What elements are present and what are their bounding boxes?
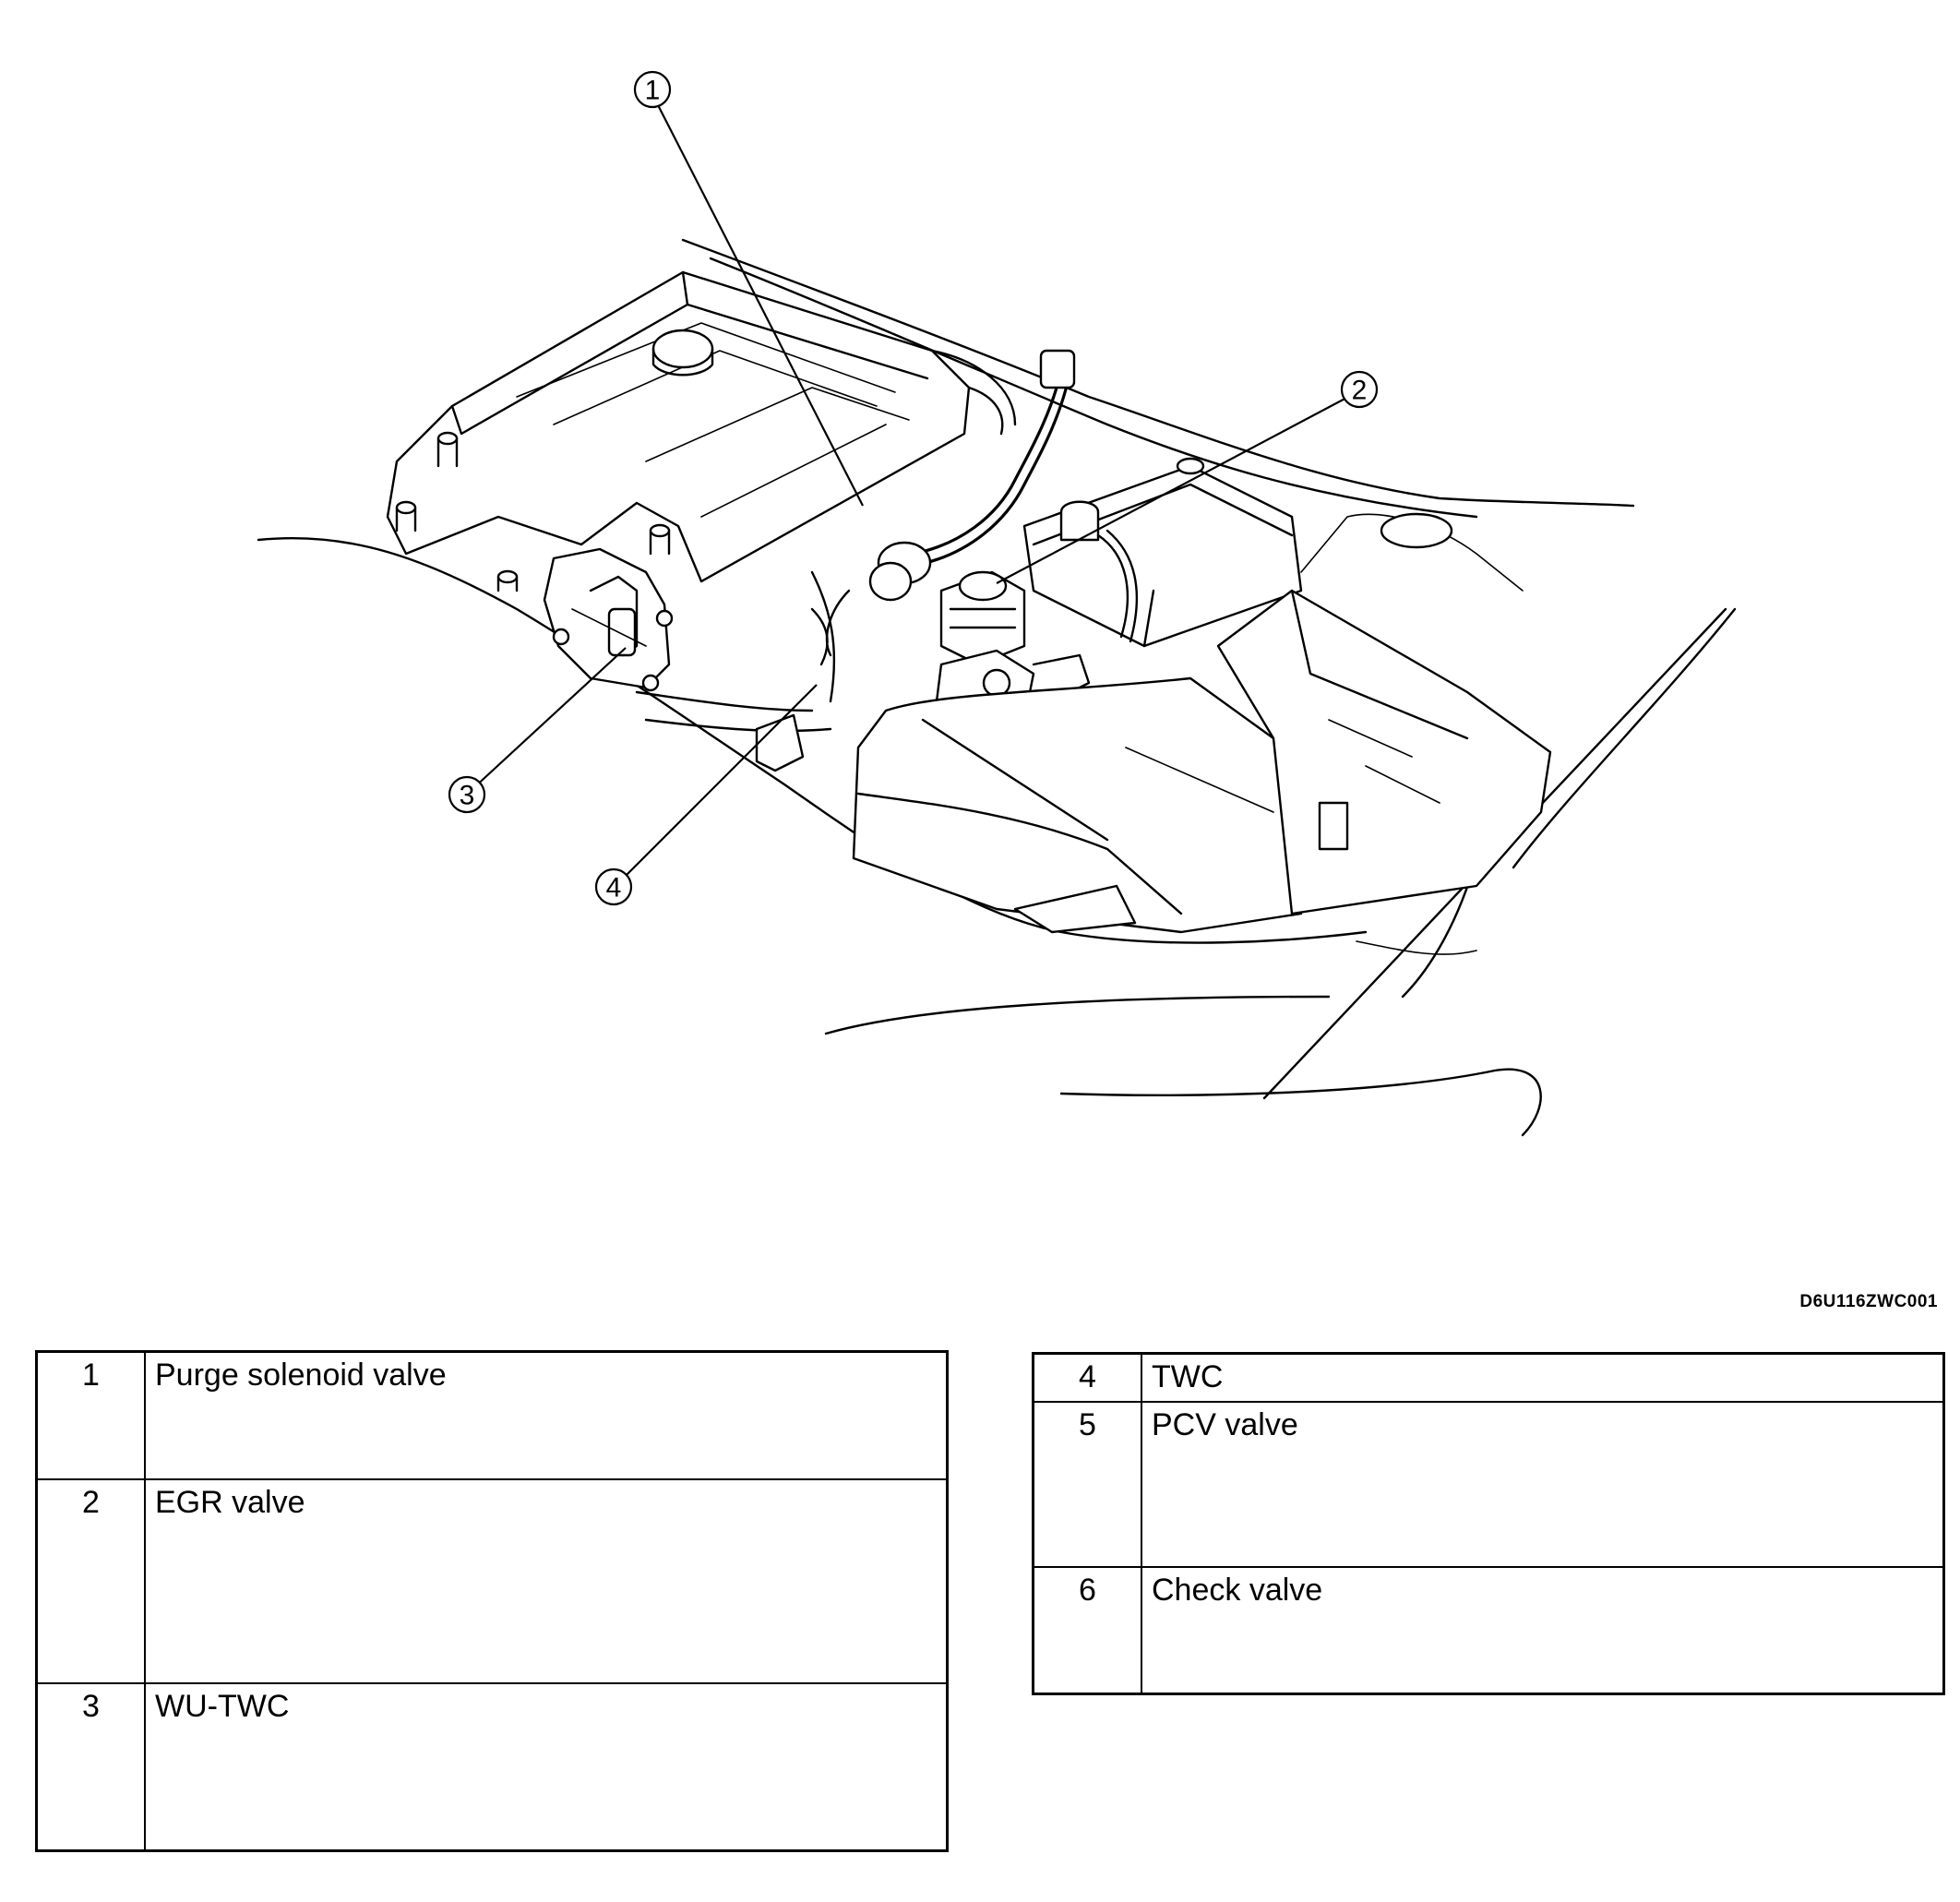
exhaust-manifold xyxy=(543,547,674,692)
air-cleaner-box xyxy=(852,676,1312,934)
callout-2-number: 2 xyxy=(1352,376,1368,406)
legend-name: TWC xyxy=(1141,1352,1945,1403)
legend-row: 6 Check valve xyxy=(1032,1566,1945,1695)
engine-compartment-illustration: 1 2 3 4 xyxy=(257,70,1737,1137)
diagram-code: D6U116ZWC001 xyxy=(1799,1292,1938,1311)
legend-number: 1 xyxy=(35,1350,146,1480)
legend-name: Check valve xyxy=(1141,1566,1945,1695)
legend-row: 4 TWC xyxy=(1032,1352,1945,1403)
legend-row: 3 WU-TWC xyxy=(35,1682,949,1852)
callout-1: 1 xyxy=(633,70,672,109)
legend-row: 5 PCV valve xyxy=(1032,1401,1945,1568)
callout-4-number: 4 xyxy=(606,873,622,903)
callout-3: 3 xyxy=(448,775,486,814)
callout-2: 2 xyxy=(1340,370,1379,409)
callout-1-number: 1 xyxy=(645,76,661,106)
purge-solenoid-assembly xyxy=(810,349,1076,666)
legend-name: WU-TWC xyxy=(144,1682,949,1852)
exhaust-pipe xyxy=(635,570,836,772)
legend-name: PCV valve xyxy=(1141,1401,1945,1568)
right-component-box xyxy=(1216,512,1552,915)
leader-line-4 xyxy=(619,684,818,882)
callout-3-number: 3 xyxy=(460,781,475,811)
legend-row: 1 Purge solenoid valve xyxy=(35,1350,949,1480)
leader-line-2 xyxy=(996,394,1353,584)
battery xyxy=(1022,457,1303,648)
leader-line-3 xyxy=(472,647,627,790)
legend-number: 2 xyxy=(35,1478,146,1684)
legend-number: 4 xyxy=(1032,1352,1142,1403)
legend-number: 3 xyxy=(35,1682,146,1852)
engine-block xyxy=(386,270,1017,592)
legend-name: Purge solenoid valve xyxy=(144,1350,949,1480)
legend-table-right: 4 TWC 5 PCV valve 6 Check valve xyxy=(1032,1352,1945,1695)
leader-lines xyxy=(472,99,1353,882)
legend-number: 5 xyxy=(1032,1401,1142,1568)
legend-row: 2 EGR valve xyxy=(35,1478,949,1684)
legend-number: 6 xyxy=(1032,1566,1142,1695)
leader-line-1 xyxy=(654,99,864,507)
legend-table-left: 1 Purge solenoid valve 2 EGR valve 3 WU-… xyxy=(35,1350,949,1852)
legend-name: EGR valve xyxy=(144,1478,949,1684)
callout-4: 4 xyxy=(594,867,633,906)
